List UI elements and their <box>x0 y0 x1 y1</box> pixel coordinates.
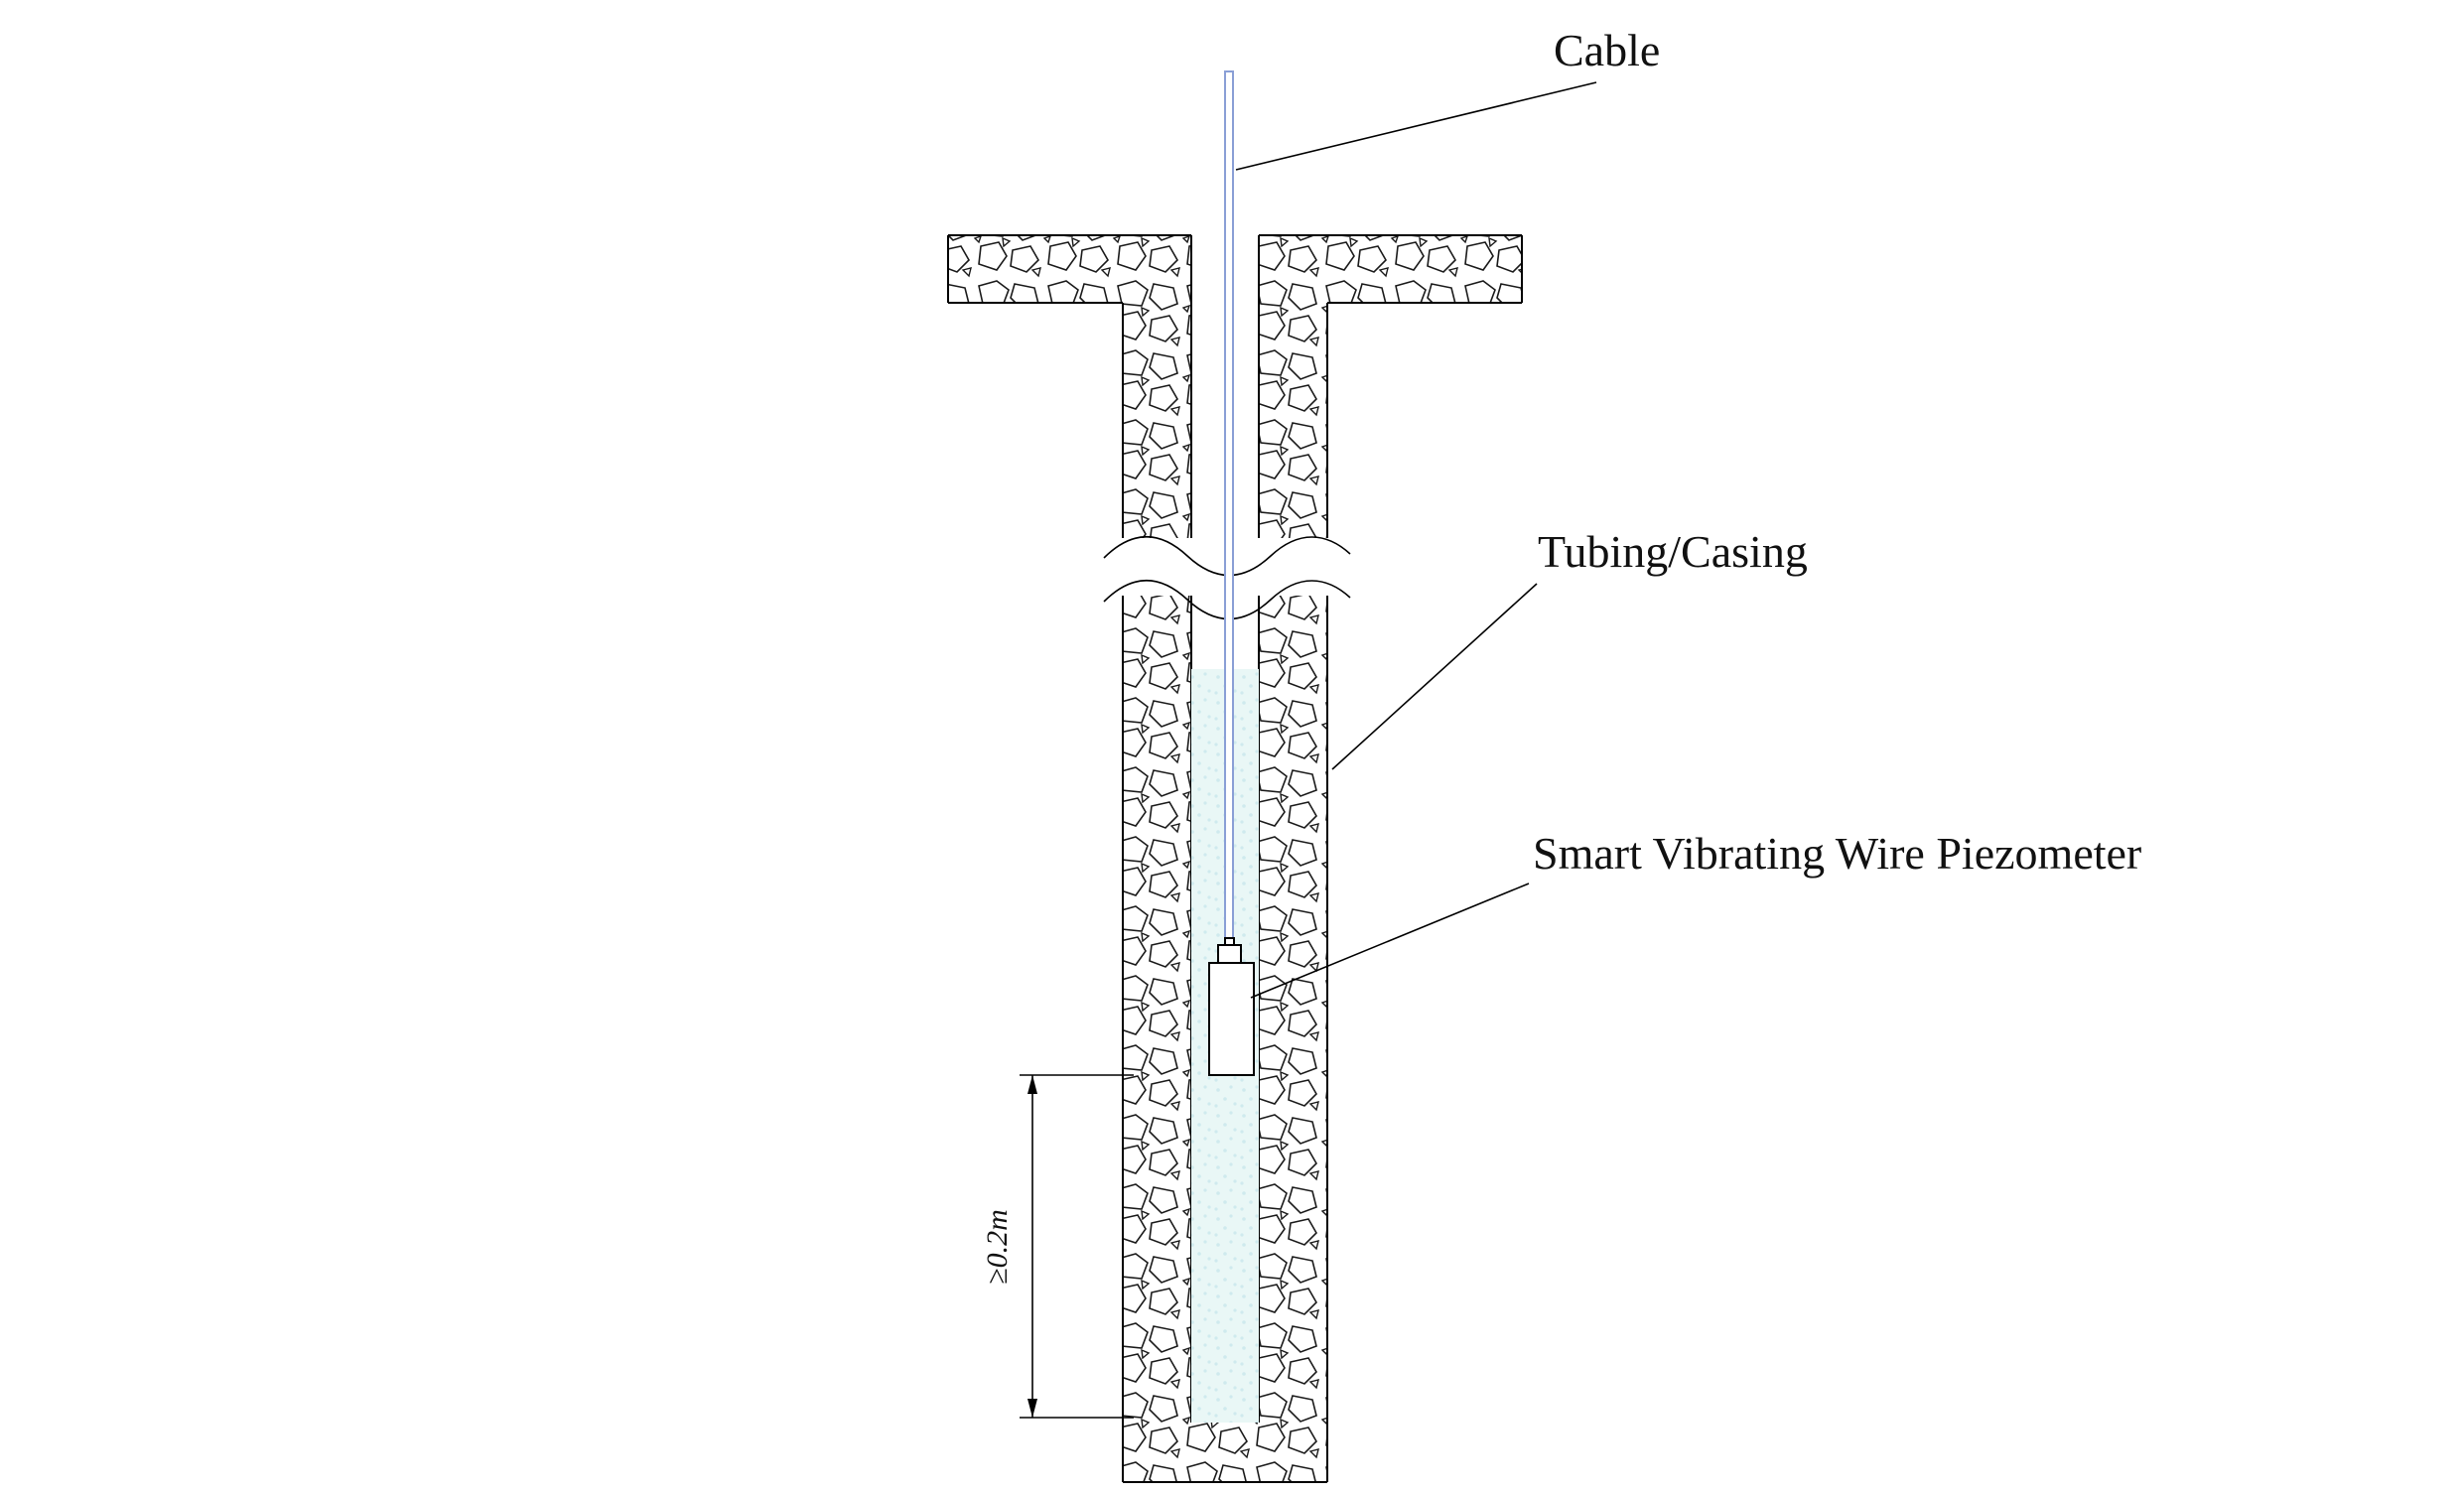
piezometer-label: Smart Vibrating Wire Piezometer <box>1533 828 2141 879</box>
borehole-left-wall-upper <box>1123 303 1191 538</box>
borehole-walls <box>1122 235 1328 1483</box>
leader-line-piezometer <box>1250 883 1530 999</box>
dimension-arrow-down <box>1027 1399 1037 1418</box>
cable-label: Cable <box>1554 25 1660 75</box>
piezometer-cap <box>1217 944 1242 964</box>
leader-line-tubing-casing <box>1331 583 1538 770</box>
borehole-right-wall-upper <box>1259 303 1327 538</box>
cable-line <box>1224 70 1234 939</box>
dimension-arrow-up <box>1027 1075 1037 1094</box>
piezometer <box>1208 937 1255 1076</box>
flange-left-hatch <box>948 235 1191 303</box>
dimension-label: ≥0.2m <box>981 1209 1014 1285</box>
piezometer-nub <box>1224 937 1235 946</box>
leader-line-cable <box>1235 81 1597 171</box>
borehole-bottom-cap <box>1191 1423 1259 1482</box>
tubing-casing-label: Tubing/Casing <box>1538 526 1808 577</box>
ground-flange <box>947 234 1523 304</box>
borehole-left-wall-lower <box>1123 596 1191 1482</box>
flange-right-hatch <box>1259 235 1522 303</box>
piezometer-body <box>1208 962 1255 1076</box>
borehole-right-wall-lower <box>1259 596 1327 1482</box>
dimension-annotation: ≥0.2m <box>981 1074 1134 1419</box>
